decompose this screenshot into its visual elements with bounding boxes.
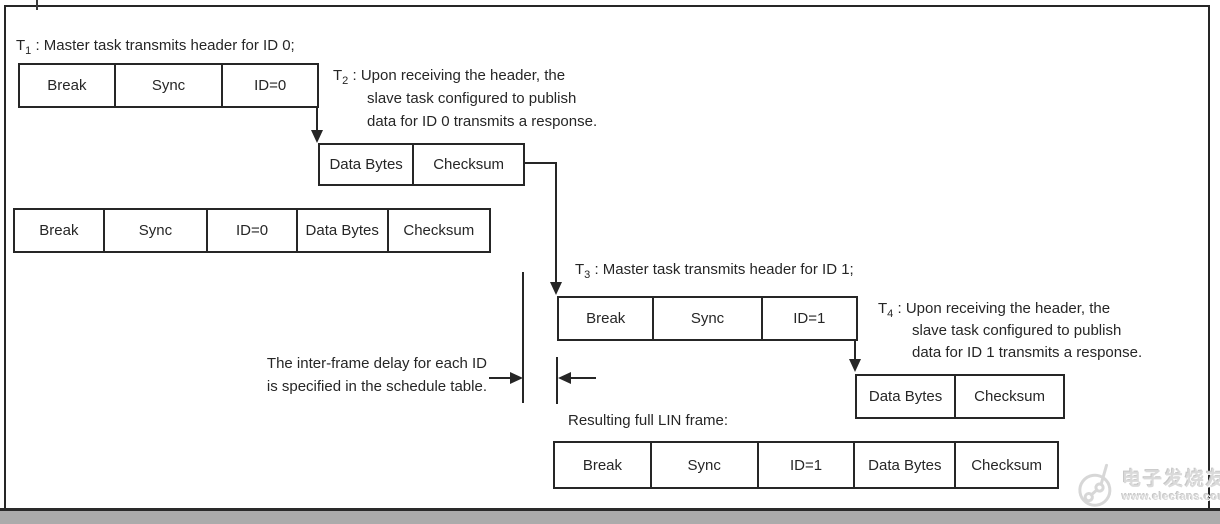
- frame-cell: Break: [47, 77, 87, 94]
- frame-cell: Sync: [649, 443, 757, 487]
- delay-tick-left: [522, 272, 524, 403]
- frame-cell: Checksum: [954, 376, 1063, 417]
- t1-label: T1 : Master task transmits header for ID…: [16, 37, 295, 57]
- elecfans-circuit-logo-icon: [1074, 459, 1118, 514]
- t2-prefix: T: [333, 67, 343, 84]
- frame-cell: Data Bytes: [868, 388, 943, 405]
- t4-separator: :: [893, 300, 906, 317]
- frame-cell: Checksum: [412, 145, 523, 184]
- t2-note: T2 : Upon receiving the header, the slav…: [333, 64, 597, 133]
- frame-cell: ID=1: [756, 443, 854, 487]
- frame-cell: Break: [582, 456, 623, 474]
- frame-cell: ID=0: [206, 210, 296, 251]
- connector-line: [316, 106, 318, 132]
- footer-line: [0, 508, 1220, 511]
- arrow-down-icon: [849, 359, 861, 372]
- arrow-right-icon: [510, 372, 523, 384]
- watermark-site-name: 电子发烧友: [1122, 468, 1220, 490]
- arrow-down-icon: [311, 130, 323, 143]
- frame-response-id0: Data Bytes Checksum: [318, 143, 525, 186]
- watermark: 电子发烧友 www.elecfans.com: [1074, 459, 1220, 514]
- frame-cell: Data Bytes: [853, 443, 954, 487]
- frame-header-id0: Break Sync ID=0: [18, 63, 319, 108]
- t4-note-line1: T4 : Upon receiving the header, the: [878, 298, 1142, 320]
- delay-arrow-line: [571, 377, 596, 379]
- frame-response-id1: Data Bytes Checksum: [855, 374, 1065, 419]
- t1-subscript: 1: [25, 45, 32, 57]
- connector-line: [854, 341, 856, 361]
- frame-cell: Checksum: [954, 443, 1057, 487]
- scan-artifact-tick: [36, 0, 38, 10]
- resulting-frame-label: Resulting full LIN frame:: [568, 412, 729, 429]
- frame-cell: Break: [586, 310, 626, 327]
- arrow-left-icon: [558, 372, 571, 384]
- delay-arrow-line: [489, 377, 513, 379]
- connector-line: [523, 162, 557, 164]
- t3-label: T3 : Master task transmits header for ID…: [575, 261, 854, 281]
- delay-note: The inter-frame delay for each ID is spe…: [180, 352, 487, 398]
- t1-text: : Master task transmits header for ID 0;: [31, 37, 295, 54]
- frame-cell: Checksum: [386, 210, 489, 251]
- frame-cell: Data Bytes: [295, 210, 387, 251]
- footer-strip: [0, 511, 1220, 524]
- frame-cell: Break: [39, 222, 79, 239]
- delay-note-line2: is specified in the schedule table.: [266, 378, 487, 395]
- t2-subscript: 2: [342, 75, 349, 87]
- watermark-site-url: www.elecfans.com: [1122, 490, 1220, 503]
- frame-full-id0: Break Sync ID=0 Data Bytes Checksum: [13, 208, 491, 253]
- t4-note-line3: data for ID 1 transmits a response.: [912, 344, 1143, 361]
- t3-subscript: 3: [584, 269, 591, 281]
- t2-note-line1: T2 : Upon receiving the header, the: [333, 64, 597, 87]
- t3-text: : Master task transmits header for ID 1;: [590, 261, 854, 278]
- delay-note-line1: The inter-frame delay for each ID: [266, 355, 487, 372]
- frame-cell: Sync: [113, 65, 222, 106]
- t4-prefix: T: [878, 300, 888, 317]
- frame-full-id1: Break Sync ID=1 Data Bytes Checksum: [553, 441, 1059, 489]
- t4-note-line2: slave task configured to publish: [912, 322, 1122, 339]
- t4-subscript: 4: [887, 308, 894, 320]
- frame-cell: Sync: [102, 210, 206, 251]
- t2-text: Upon receiving the header, the: [360, 67, 566, 84]
- t2-note-line3: data for ID 0 transmits a response.: [367, 113, 598, 130]
- arrow-down-icon: [550, 282, 562, 295]
- frame-cell: ID=0: [221, 65, 317, 106]
- frame-cell: Data Bytes: [329, 156, 403, 173]
- frame-cell: ID=1: [760, 298, 856, 339]
- t4-text: Upon receiving the header, the: [905, 300, 1111, 317]
- frame-header-id1: Break Sync ID=1: [557, 296, 858, 341]
- t1-prefix: T: [16, 37, 26, 54]
- t3-prefix: T: [575, 261, 585, 278]
- t2-separator: :: [348, 67, 361, 84]
- delay-tick-right: [556, 357, 558, 404]
- connector-line: [555, 162, 557, 283]
- frame-cell: Sync: [652, 298, 760, 339]
- t4-note: T4 : Upon receiving the header, the slav…: [878, 298, 1142, 364]
- t2-note-line2: slave task configured to publish: [367, 90, 577, 107]
- watermark-text: 电子发烧友 www.elecfans.com: [1122, 470, 1220, 503]
